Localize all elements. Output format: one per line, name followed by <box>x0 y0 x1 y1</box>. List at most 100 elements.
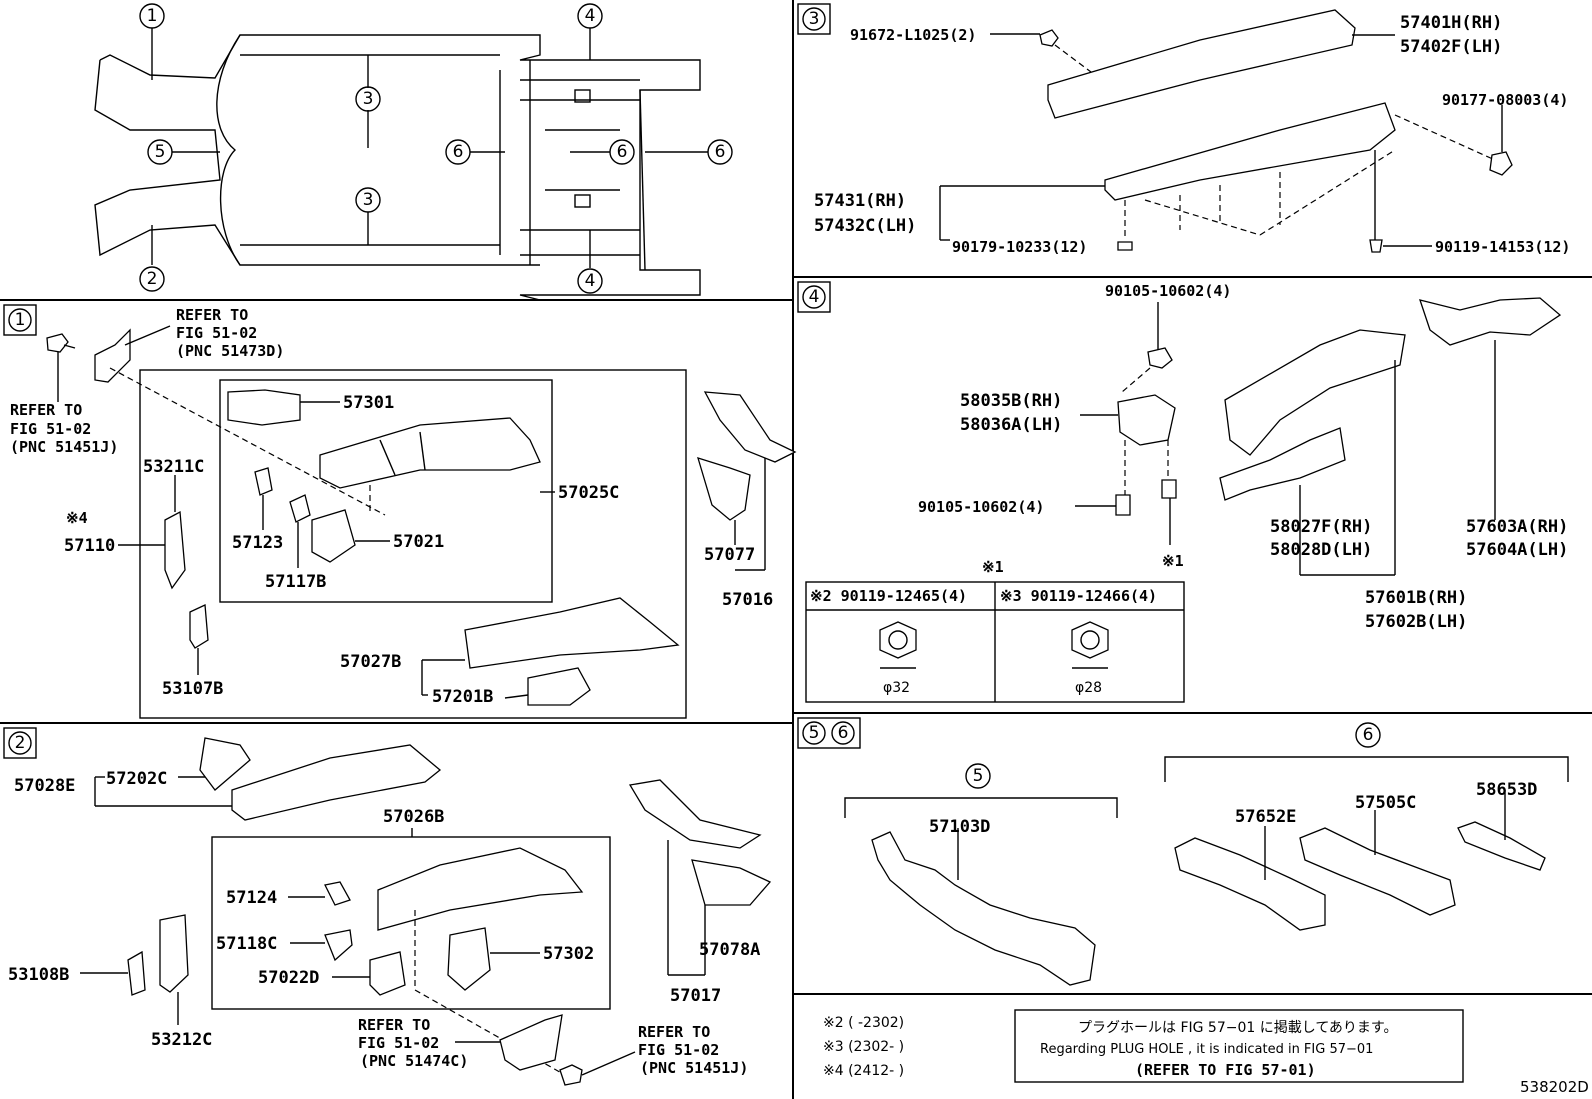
nut-32-icon <box>879 621 917 659</box>
bolt-icon <box>559 1064 583 1086</box>
svg-text:FIG 51-02: FIG 51-02 <box>358 1034 439 1052</box>
bracket-icon <box>499 1014 563 1071</box>
section-1-labels: REFER TO FIG 51-02 (PNC 51473D) REFER TO… <box>10 306 773 707</box>
part-58027f-icon <box>1219 427 1346 501</box>
part-57016-icon <box>703 391 797 463</box>
section-2-labels: 57028E 57202C 57026B 57124 57118C 57022D… <box>8 769 760 1077</box>
section-2-badge: 2 <box>3 727 37 759</box>
section-56-labels: 57103D 57652E 57505C 58653D <box>929 780 1537 837</box>
svg-text:(PNC 51473D): (PNC 51473D) <box>176 342 284 360</box>
svg-text:57016: 57016 <box>722 590 773 610</box>
svg-text:57652E: 57652E <box>1235 807 1296 827</box>
part-53211c-icon <box>164 510 186 590</box>
svg-text:φ28: φ28 <box>1075 680 1102 696</box>
svg-text:φ32: φ32 <box>883 680 910 696</box>
svg-text:57124: 57124 <box>226 888 277 908</box>
rail-57027b-icon <box>464 597 680 669</box>
svg-text:90105-10602(4): 90105-10602(4) <box>1105 282 1231 300</box>
svg-text:90105-10602(4): 90105-10602(4) <box>918 498 1044 516</box>
svg-text:57601B(RH): 57601B(RH) <box>1365 588 1467 608</box>
svg-text:57431(RH): 57431(RH) <box>814 191 906 211</box>
svg-text:57021: 57021 <box>393 532 444 552</box>
svg-text:※3 90119-12466(4): ※3 90119-12466(4) <box>1000 587 1157 605</box>
section-56-badges: 5 6 <box>797 717 861 749</box>
svg-text:6: 6 <box>1363 725 1374 745</box>
part-57202c-icon <box>199 737 251 791</box>
section-4-badge: 4 <box>797 281 831 313</box>
svg-text:53107B: 53107B <box>162 679 223 699</box>
svg-text:FIG 51-02: FIG 51-02 <box>176 324 257 342</box>
frame-overview <box>94 28 708 301</box>
svg-text:58035B(RH): 58035B(RH) <box>960 391 1062 411</box>
svg-text:※1: ※1 <box>1162 552 1184 570</box>
svg-text:FIG 51-02: FIG 51-02 <box>638 1041 719 1059</box>
bracket-icon <box>94 328 131 383</box>
section-56: 5 6 5 6 <box>797 717 1569 986</box>
svg-text:58653D: 58653D <box>1476 780 1537 800</box>
svg-text:57117B: 57117B <box>265 572 326 592</box>
svg-text:6: 6 <box>617 142 628 162</box>
bolt-icon <box>1369 239 1383 253</box>
bolt-icon <box>1147 347 1173 369</box>
svg-text:57604A(LH): 57604A(LH) <box>1466 540 1568 560</box>
svg-text:6: 6 <box>838 723 849 743</box>
svg-text:2: 2 <box>15 733 26 753</box>
svg-text:57017: 57017 <box>670 986 721 1006</box>
svg-text:90119-14153(12): 90119-14153(12) <box>1435 238 1570 256</box>
svg-text:REFER TO: REFER TO <box>358 1016 430 1034</box>
section-2: 2 <box>3 727 772 1086</box>
part-53212c-icon <box>159 914 189 993</box>
part-53108b-icon <box>127 950 146 996</box>
part-58653d-icon <box>1457 821 1546 871</box>
svg-text:57110: 57110 <box>64 536 115 556</box>
svg-text:57202C: 57202C <box>106 769 167 789</box>
section-3-labels: 91672-L1025(2) 57401H(RH) 57402F(LH) 901… <box>814 13 1570 256</box>
svg-text:6: 6 <box>453 142 464 162</box>
svg-text:3: 3 <box>809 9 820 29</box>
bolt-icon <box>1161 479 1177 499</box>
svg-text:57078A: 57078A <box>699 940 760 960</box>
part-57077-icon <box>697 457 751 521</box>
part-57201b-icon <box>527 667 591 706</box>
part-57124-icon <box>324 881 351 906</box>
rail-57401h-icon <box>1047 9 1356 119</box>
svg-text:57027B: 57027B <box>340 652 401 672</box>
svg-text:91672-L1025(2): 91672-L1025(2) <box>850 26 976 44</box>
svg-text:5: 5 <box>809 723 820 743</box>
rail-57028e-icon <box>231 744 442 821</box>
svg-text:REFER TO: REFER TO <box>638 1023 710 1041</box>
svg-text:(PNC 51474C): (PNC 51474C) <box>360 1052 468 1070</box>
bracket-58035b-icon <box>1117 394 1176 446</box>
nut-28-icon <box>1071 621 1109 659</box>
svg-text:90179-10233(12): 90179-10233(12) <box>952 238 1087 256</box>
svg-text:(PNC 51451J): (PNC 51451J) <box>640 1059 748 1077</box>
svg-text:3: 3 <box>363 89 374 109</box>
svg-text:57077: 57077 <box>704 545 755 565</box>
part-57301-icon <box>227 389 301 426</box>
part-57652e-icon <box>1174 837 1326 931</box>
svg-text:※2 90119-12465(4): ※2 90119-12465(4) <box>810 587 967 605</box>
svg-text:※4: ※4 <box>66 509 88 527</box>
svg-text:(REFER TO FIG 57-01): (REFER TO FIG 57-01) <box>1135 1061 1316 1079</box>
svg-text:1: 1 <box>147 6 158 26</box>
section-3-badge: 3 <box>797 3 831 35</box>
svg-text:58027F(RH): 58027F(RH) <box>1270 517 1372 537</box>
part-57601b-icon <box>1224 329 1406 456</box>
svg-text:58036A(LH): 58036A(LH) <box>960 415 1062 435</box>
bolt-icon <box>46 333 69 353</box>
svg-text:57432C(LH): 57432C(LH) <box>814 216 916 236</box>
part-57117b-icon <box>289 494 311 523</box>
svg-text:57025C: 57025C <box>558 483 619 503</box>
part-57017-icon <box>628 779 762 849</box>
bolt-icon <box>1039 29 1059 47</box>
section-1: 1 <box>3 304 797 719</box>
svg-text:57123: 57123 <box>232 533 283 553</box>
part-57022d-icon <box>369 951 406 996</box>
svg-text:57302: 57302 <box>543 944 594 964</box>
rail-57431-icon <box>1104 102 1396 201</box>
svg-text:57026B: 57026B <box>383 807 444 827</box>
section-3: 3 <box>797 3 1513 253</box>
svg-text:※3 (2302- ): ※3 (2302- ) <box>823 1039 904 1055</box>
diagram-id: 538202D <box>1520 1078 1589 1096</box>
svg-text:6: 6 <box>715 142 726 162</box>
